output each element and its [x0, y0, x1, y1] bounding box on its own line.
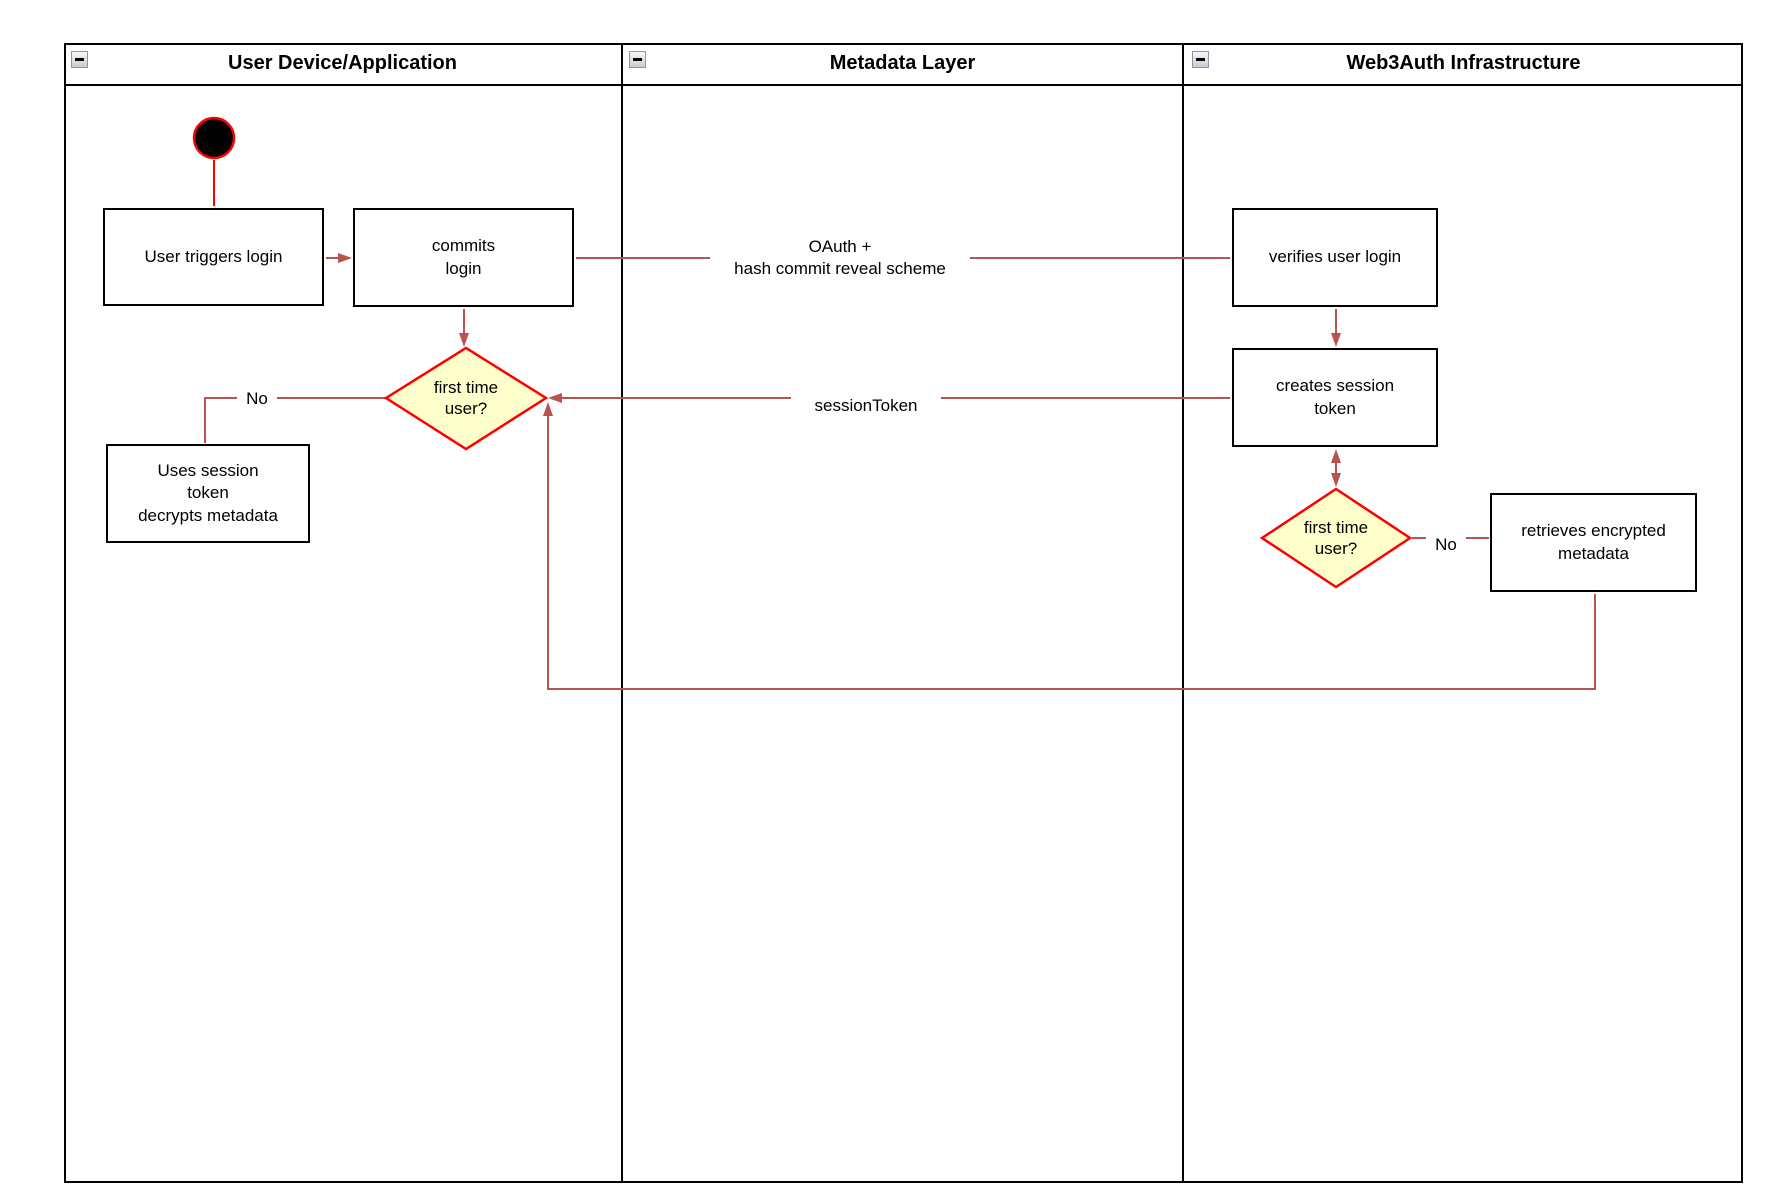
- node-uses-session-token[interactable]: Uses session token decrypts metadata: [106, 444, 310, 543]
- node-verifies-user-login[interactable]: verifies user login: [1232, 208, 1438, 307]
- edge-label-session-token[interactable]: sessionToken: [791, 393, 941, 419]
- node-creates-session-token[interactable]: creates session token: [1232, 348, 1438, 447]
- lane-title-metadata-layer[interactable]: Metadata Layer: [829, 52, 976, 74]
- edge-label-no-left[interactable]: No: [237, 388, 277, 410]
- swimlane-frame: [64, 43, 1743, 1183]
- lane-title-web3auth[interactable]: Web3Auth Infrastructure: [1346, 52, 1581, 74]
- node-retrieves-encrypted-metadata[interactable]: retrieves encrypted metadata: [1490, 493, 1697, 592]
- node-user-triggers-login[interactable]: User triggers login: [103, 208, 324, 306]
- node-commits-login[interactable]: commits login: [353, 208, 574, 307]
- decision-label-first-time-user-1[interactable]: first time user?: [433, 377, 499, 418]
- lane-separator-1: [621, 43, 623, 1183]
- minus-glyph: [633, 58, 642, 61]
- minus-glyph: [75, 58, 84, 61]
- collapse-minus-icon[interactable]: [71, 51, 88, 68]
- lane-separator-2: [1182, 43, 1184, 1183]
- lane-header-divider: [64, 84, 1743, 86]
- decision-label-first-time-user-2[interactable]: first time user?: [1303, 517, 1369, 558]
- edge-no-to-uses-session-token[interactable]: [204, 397, 386, 443]
- collapse-minus-icon[interactable]: [1192, 51, 1209, 68]
- lane-title-user-device[interactable]: User Device/Application: [228, 52, 457, 74]
- edge-label-oauth[interactable]: OAuth + hash commit reveal scheme: [710, 236, 970, 280]
- decision-first-time-user-2[interactable]: [1259, 487, 1413, 589]
- minus-glyph: [1196, 58, 1205, 61]
- decision-first-time-user-1[interactable]: [383, 346, 549, 451]
- start-node[interactable]: [192, 116, 236, 160]
- collapse-minus-icon[interactable]: [629, 51, 646, 68]
- edge-label-no-right[interactable]: No: [1426, 534, 1466, 556]
- edge-retrieves-metadata-to-first-time-user[interactable]: [543, 402, 1596, 690]
